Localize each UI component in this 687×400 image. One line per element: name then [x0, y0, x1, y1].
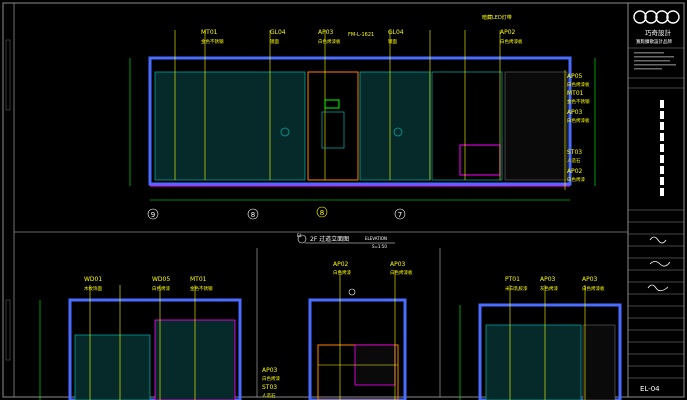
sheet-number: EL-04: [640, 385, 660, 393]
bm-left-callout-code-2: ST03: [262, 384, 277, 391]
right-callout-code-4: ST03: [567, 149, 582, 156]
bm-callout-code-1: AP02: [333, 261, 349, 268]
callout-text-3: 白色烤漆板: [318, 38, 341, 45]
wall-panel-mid: [359, 71, 431, 181]
wall-panel-left: [154, 71, 306, 181]
callout-code-2: GL04: [270, 29, 286, 36]
door-grille: [321, 111, 345, 149]
grid-label-2: 8: [251, 211, 255, 219]
tb-fine-print: [634, 52, 676, 70]
br-callout-code-1: PT01: [505, 276, 520, 283]
bm-fixture-mark: [348, 288, 356, 296]
callout-text-2: 镜面: [270, 38, 279, 45]
grid-label-4: 7: [398, 211, 402, 219]
right-callout-text-4: 人造石: [567, 157, 581, 164]
bm-callout-text-2: 白色烤漆板: [390, 269, 413, 276]
right-callout-text-1: 白色烤漆板: [567, 81, 590, 88]
bm-left-callout-code-1: AP03: [262, 367, 278, 374]
elevation-scale: S=1:50: [372, 244, 387, 249]
elevation-subtitle: ELEVATION: [365, 236, 387, 241]
right-callout-code-2: MT01: [567, 90, 584, 97]
bm-left-callout-text-1: 白色烤漆: [262, 375, 280, 382]
cabinet-box: [459, 144, 501, 176]
bm-left-callout-text-2: 人造石: [262, 392, 276, 399]
top-note: 暗藏LED灯带: [482, 14, 512, 21]
callout-text-1: 金色不锈钢: [201, 38, 224, 45]
title-bubble: [297, 234, 307, 244]
bl-callout-code-3: MT01: [190, 276, 207, 283]
right-alcove: [504, 71, 568, 181]
right-callout-text-3: 白色烤漆板: [567, 117, 590, 124]
tb-rows: [628, 221, 684, 379]
elevation-title-text: 2F 过道立面图: [310, 235, 349, 243]
main-elevation: 暗藏LED灯带 MT01 金色不锈钢 GL04 镜面 AP03 白色烤漆板 FM…: [129, 14, 596, 249]
callout-text-5: 镜面: [388, 38, 397, 45]
callout-code-1: MT01: [201, 29, 218, 36]
title-block: 巧奇設計 寬鬆擴散設計品牌: [628, 10, 684, 393]
wall-panel-right: [431, 71, 503, 181]
br-callout-code-2: AP03: [540, 276, 556, 283]
bl-callout-code-1: WD01: [84, 276, 102, 283]
grid-bubble-2: [247, 208, 259, 220]
right-callout-code-5: AP02: [567, 168, 583, 175]
bl-callout-code-2: WD05: [152, 276, 170, 283]
exit-sign: [324, 99, 340, 109]
br-callout-text-3: 白色烤漆板: [582, 285, 605, 292]
callout-text-6: 白色烤漆板: [500, 38, 523, 45]
br-callout-text-2: 灰色烤漆: [540, 285, 558, 292]
tb-vertical-project-name: [660, 100, 664, 196]
bl-callout-text-2: 白色烤漆: [152, 285, 170, 292]
tb-signatures: [647, 236, 671, 292]
right-callout-code-1: AP05: [567, 73, 583, 80]
copyright-vertical-text: [5, 39, 11, 361]
right-callout-text-5: 白色烤漆: [567, 176, 585, 183]
callout-code-5: GL04: [388, 29, 404, 36]
grid-bubbles: 9 8 8 7: [147, 206, 406, 220]
fixture-mark-2: [393, 127, 403, 137]
bl-frame: [68, 298, 242, 400]
grid-label-3: 8: [320, 209, 324, 217]
title-prefix: EL: [297, 233, 303, 238]
grid-bubble-1: [147, 208, 159, 220]
bm-callout-text-1: 白色烤漆: [333, 269, 351, 276]
grid-bubble-3: [316, 206, 328, 218]
br-panel: [485, 324, 582, 400]
elevation-frame: [148, 56, 572, 186]
bottom-left-elevation: WD01 木纹饰面 WD05 白色烤漆 MT01 金色不锈钢: [39, 276, 242, 400]
bm-frame: [308, 298, 407, 400]
br-frame: [478, 303, 622, 400]
bottom-right-elevation: PT01 米白乳胶漆 AP03 灰色烤漆 AP03 白色烤漆板: [459, 276, 622, 400]
br-callout-text-1: 米白乳胶漆: [505, 285, 528, 292]
door-opening: [307, 71, 359, 181]
right-callout-code-3: AP03: [567, 109, 583, 116]
callout-code-6: AP02: [500, 29, 516, 36]
bm-callout-code-2: AP03: [390, 261, 406, 268]
fixture-mark-1: [280, 127, 290, 137]
bottom-mid-elevation: AP02 白色烤漆 AP03 白色烤漆板 AP03 白色烤漆 ST03 人造石: [262, 261, 413, 400]
elevation-title: EL 2F 过道立面图 ELEVATION S=1:50: [297, 233, 395, 249]
bl-panel-left: [74, 334, 151, 400]
callout-code-3: AP03: [318, 29, 334, 36]
grid-label-1: 9: [151, 211, 155, 219]
grid-bubble-4: [394, 208, 406, 220]
company-subtitle: 寬鬆擴散設計品牌: [636, 38, 672, 45]
company-logo: [633, 10, 680, 24]
right-callout-text-2: 金色不锈钢: [567, 98, 590, 105]
br-callout-code-3: AP03: [582, 276, 598, 283]
company-name: 巧奇設計: [645, 28, 672, 37]
callout-code-4: FM-L-1621: [348, 32, 374, 38]
right-callouts: AP05 白色烤漆板 MT01 金色不锈钢 AP03 白色烤漆板 ST03 人造…: [564, 70, 590, 190]
bl-callout-text-1: 木纹饰面: [84, 285, 102, 292]
br-side-panel: [582, 324, 616, 400]
bl-callout-text-3: 金色不锈钢: [190, 285, 213, 292]
top-callouts: MT01 金色不锈钢 GL04 镜面 AP03 白色烤漆板 FM-L-1621 …: [201, 29, 523, 45]
